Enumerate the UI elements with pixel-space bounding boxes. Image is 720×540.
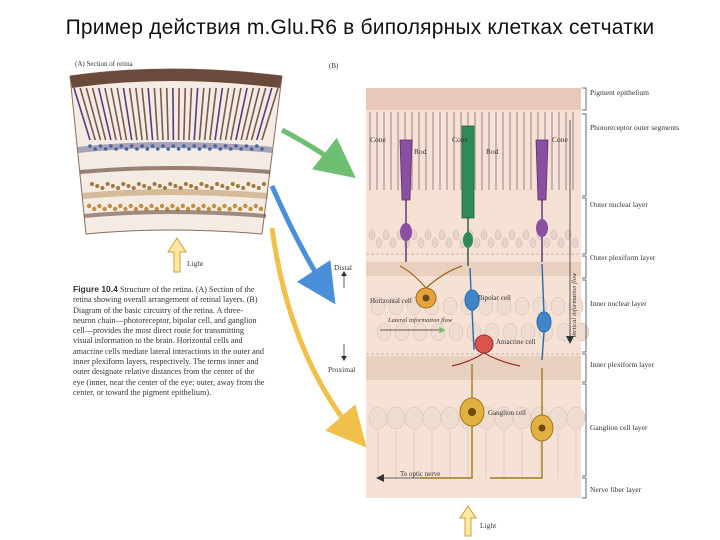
cone-cell-1	[399, 139, 413, 262]
caption-text: Structure of the retina. (A) Section of …	[73, 285, 265, 397]
layer-label-1: Photoreceptor outer segments	[590, 123, 679, 132]
arrow-green	[280, 127, 356, 179]
layer-label-3: Outer plexiform layer	[590, 253, 656, 262]
layer-label-7: Nerve fiber layer	[590, 485, 642, 494]
label-rod-1: Rod	[414, 147, 427, 156]
retina-section	[69, 68, 283, 235]
label-horizontal-cell: Horizontal cell	[370, 297, 412, 305]
panel-b-label: (B)	[329, 62, 339, 70]
label-cone-2: Cone	[452, 135, 469, 144]
label-cone-3: Cone	[552, 135, 569, 144]
inner-plexiform-band	[366, 356, 581, 380]
horizontal-cell	[399, 265, 463, 309]
caption-label: Figure 10.4	[73, 284, 118, 294]
outer-segment-stripes	[368, 112, 579, 249]
layer-label-5: Inner plexiform layer	[590, 360, 655, 369]
label-vertical-flow: Vertical information flow	[571, 272, 578, 338]
vertical-flow-arrowhead	[566, 336, 574, 344]
layer-brackets	[582, 87, 587, 499]
optic-nerve-arrowhead	[376, 474, 384, 482]
label-proximal: Proximal	[328, 365, 356, 374]
ganglion-cell-1	[420, 364, 485, 479]
outer-plexiform-band	[366, 262, 581, 276]
bipolar-cell-rod	[464, 267, 480, 351]
label-lateral-flow: Lateral information flow	[387, 317, 453, 324]
rod-cell-1	[461, 125, 475, 266]
pigment-band	[366, 88, 581, 110]
label-amacrine-cell: Amacrine cell	[496, 338, 536, 346]
label-ganglion-cell: Ganglion cell	[488, 409, 526, 417]
slide-title: Пример действия m.Glu.R6 в биполярных кл…	[65, 16, 655, 39]
light-arrow-bottom	[459, 505, 477, 537]
light-label-bottom: Light	[480, 521, 497, 530]
label-distal: Distal	[334, 263, 352, 272]
arrow-blue	[269, 184, 336, 305]
figure-caption: Figure 10.4 Structure of the retina. (A)…	[73, 284, 265, 398]
arrow-yellow	[269, 227, 367, 448]
cone-cell-2	[535, 139, 549, 262]
panel-a-label: (A) Section of retina	[75, 60, 133, 68]
ganglion-cell-2	[490, 368, 554, 479]
amacrine-cell	[451, 334, 521, 367]
light-label-left: Light	[187, 259, 204, 268]
bipolar-cell-cone	[536, 263, 552, 361]
label-bipolar-cell: Bipolar cell	[478, 294, 511, 302]
layer-label-4: Inner nuclear layer	[590, 299, 647, 308]
label-rod-2: Rod	[486, 147, 499, 156]
light-arrow-left	[167, 237, 187, 273]
label-optic-nerve: To optic nerve	[400, 470, 440, 478]
label-cone-1: Cone	[370, 135, 387, 144]
layer-label-6: Ganglion cell layer	[590, 423, 648, 432]
layer-label-0: Pigment epithelium	[590, 88, 649, 97]
layer-label-2: Outer nuclear layer	[590, 200, 648, 209]
